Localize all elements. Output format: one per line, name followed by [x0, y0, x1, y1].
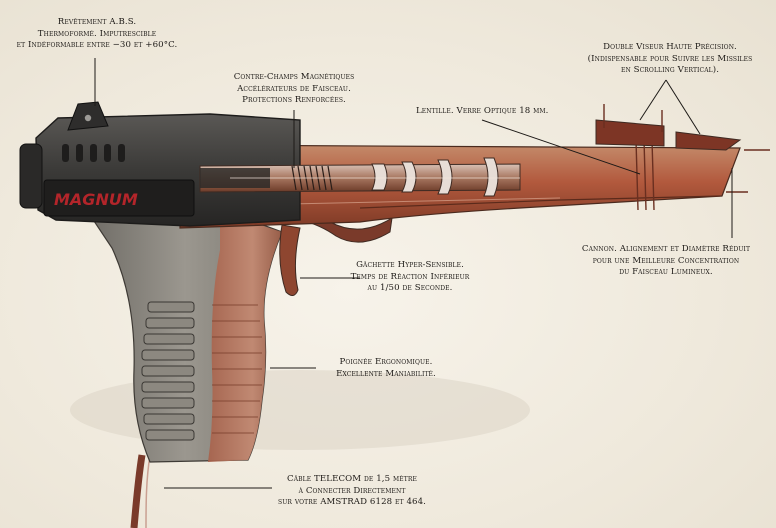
front-sight-1 [595, 119, 665, 147]
label-trigger: Gâchette Hyper-Sensible. Temps de Réacti… [350, 260, 470, 293]
label-cable: Câble TELECOM de 1,5 mètre à Connecter D… [278, 474, 426, 507]
label-sight: Double Viseur Haute Précision. (Indispen… [587, 42, 753, 75]
brand-plate [43, 179, 195, 217]
leader-lines [94, 58, 733, 489]
front-sight-2 [675, 131, 742, 151]
label-coating: Revêtement A.B.S. Thermoformé. Imputresc… [16, 17, 178, 50]
rear-cap [19, 143, 43, 209]
lens-elements [371, 157, 499, 197]
label-barrel: Cannon. Alignement et Diamètre Réduit po… [581, 244, 751, 277]
brand-text: MAGNUM [54, 190, 138, 209]
grip-ribs [141, 301, 195, 441]
vent-slots [62, 144, 125, 162]
trigger [279, 224, 301, 296]
cable [130, 454, 146, 528]
label-grip: Poignée Ergonomique. Excellente Maniabil… [336, 357, 436, 379]
label-lens: Lentille. Verre Optique 18 mm. [416, 106, 549, 116]
barrel-bands [635, 139, 770, 211]
grip-front-ribs [212, 304, 262, 434]
label-magnetic: Contre-Champs Magnétiques Accélérateurs … [233, 72, 355, 105]
